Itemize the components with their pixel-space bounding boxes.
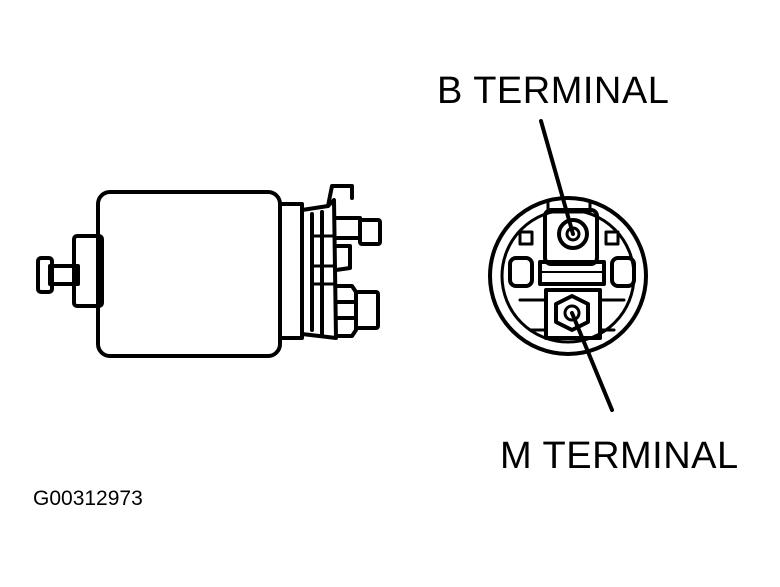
plunger-shaft — [48, 264, 80, 286]
upper-stud-base — [334, 216, 362, 240]
solenoid-body — [96, 190, 282, 358]
solenoid-side-view — [36, 184, 382, 358]
b-terminal-stud — [557, 218, 589, 250]
b-terminal-leader — [539, 119, 575, 236]
m-terminal-label: M TERMINAL — [500, 435, 739, 477]
end-view-outer-ring — [488, 196, 648, 356]
left-mark — [518, 230, 534, 246]
lower-nut — [334, 284, 358, 338]
rear-collar — [278, 202, 304, 340]
end-cap — [300, 198, 338, 340]
b-terminal-label: B TERMINAL — [437, 70, 670, 112]
end-cap-details — [312, 234, 336, 286]
figure-code: G00312973 — [33, 487, 143, 510]
right-mark — [604, 230, 620, 246]
m-terminal-stud — [563, 304, 581, 322]
top-bracket — [326, 184, 354, 208]
m-terminal-nut — [554, 294, 590, 332]
solenoid-end-view — [488, 196, 648, 356]
m-terminal-block — [544, 288, 602, 340]
small-connector — [334, 244, 352, 272]
nut-flats — [334, 300, 358, 320]
left-fastener — [508, 256, 534, 288]
upper-stud — [358, 218, 382, 246]
b-terminal-block — [543, 208, 599, 266]
m-terminal-leader — [570, 311, 614, 412]
right-fastener — [610, 256, 636, 288]
front-flange — [72, 234, 104, 308]
lower-stud — [354, 290, 380, 330]
